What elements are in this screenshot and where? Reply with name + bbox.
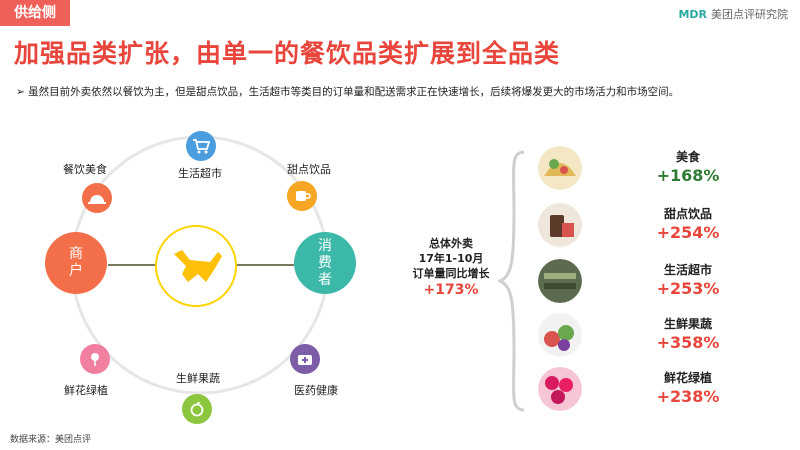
category-supermarket: 生活超市 +253% xyxy=(528,259,728,303)
shopping-cart-icon xyxy=(186,131,216,161)
category-food: 美食 +168% xyxy=(528,146,728,190)
category-name: 鲜花绿植 xyxy=(663,371,712,385)
category-name: 甜点饮品 xyxy=(663,207,712,221)
category-produce: 生鲜果蔬 +358% xyxy=(528,313,728,357)
merchant-node: 商 户 xyxy=(45,232,107,294)
summary-line-2: 17年1-10月 xyxy=(418,252,484,265)
summary-growth: +173% xyxy=(423,282,479,298)
node-label-dessert: 甜点饮品 xyxy=(287,163,331,176)
food-dish-photo xyxy=(538,146,582,190)
data-source: 数据来源：美团点评 xyxy=(10,435,92,445)
summary-line-1: 总体外卖 xyxy=(429,237,473,250)
category-growth: +168% xyxy=(656,166,720,185)
merchant-char-1: 商 xyxy=(69,246,83,262)
summary-line-3: 订单量同比增长 xyxy=(412,267,490,280)
consumer-char-3: 者 xyxy=(318,271,332,288)
category-name: 生活超市 xyxy=(663,263,712,277)
node-label-meal: 餐饮美食 xyxy=(63,163,107,176)
page-title: 加强品类扩张，由单一的餐饮品类扩展到全品类 xyxy=(14,39,561,68)
meituan-kangaroo-logo xyxy=(155,225,237,307)
node-label-medical: 医药健康 xyxy=(294,384,338,397)
section-tag: 供给侧 xyxy=(0,0,70,26)
consumer-char-2: 费 xyxy=(318,254,332,271)
merchant-char-2: 户 xyxy=(69,263,83,279)
node-label-produce: 生鲜果蔬 xyxy=(176,372,220,385)
fresh-vegetables-photo xyxy=(538,313,582,357)
category-growth: +254% xyxy=(656,223,720,242)
category-name: 美食 xyxy=(675,150,700,164)
coffee-cup-icon xyxy=(287,181,317,211)
medical-kit-icon xyxy=(290,344,320,374)
meal-cloche-icon xyxy=(82,183,112,213)
flower-icon xyxy=(80,344,110,374)
category-growth: +238% xyxy=(656,387,720,406)
consumer-char-1: 消 xyxy=(318,237,332,254)
flowers-photo xyxy=(538,367,582,411)
apple-icon xyxy=(182,394,212,424)
category-growth: +253% xyxy=(656,279,720,298)
category-dessert: 甜点饮品 +254% xyxy=(528,203,728,247)
category-growth: +358% xyxy=(656,333,720,352)
category-name: 生鲜果蔬 xyxy=(663,317,712,331)
dessert-drink-photo xyxy=(538,203,582,247)
brand-logo: MDR 美团点评研究院 xyxy=(678,6,788,22)
total-growth-summary: 总体外卖 17年1-10月 订单量同比增长 +173% xyxy=(398,236,504,298)
node-label-flowers: 鲜花绿植 xyxy=(64,384,108,397)
node-label-supermarket: 生活超市 xyxy=(178,167,222,180)
consumer-node: 消 费 者 xyxy=(294,232,356,294)
brace xyxy=(498,150,525,412)
brand-mark: MDR xyxy=(678,8,707,21)
brand-name: 美团点评研究院 xyxy=(711,8,788,21)
category-flowers: 鲜花绿植 +238% xyxy=(528,367,728,411)
supermarket-goods-photo xyxy=(538,259,582,303)
kangaroo-icon xyxy=(174,250,222,282)
intro-note: ➢ 虽然目前外卖依然以餐饮为主，但是甜点饮品，生活超市等类目的订单量和配送需求正… xyxy=(16,86,680,98)
